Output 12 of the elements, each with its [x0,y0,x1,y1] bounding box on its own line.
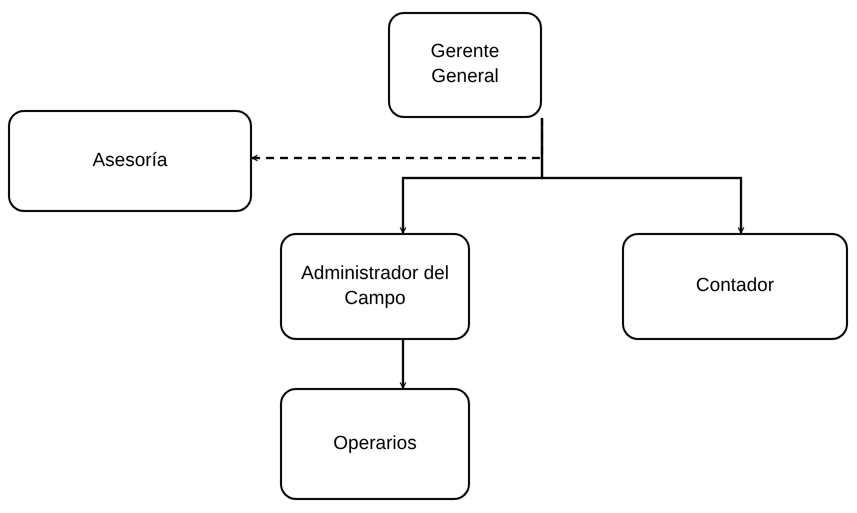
arrow [540,118,744,234]
role-box [280,233,470,340]
role-label: Asesoría [92,148,168,173]
role-label: Administrador del Campo [300,262,450,310]
role-box [8,110,252,212]
role-label: Operarios [333,432,417,456]
role-box [388,12,542,118]
role-box [622,233,848,340]
role-label: Contador [696,274,774,298]
role-box [280,388,470,500]
role-label: Gerente General [430,40,500,89]
arrow [400,340,406,389]
